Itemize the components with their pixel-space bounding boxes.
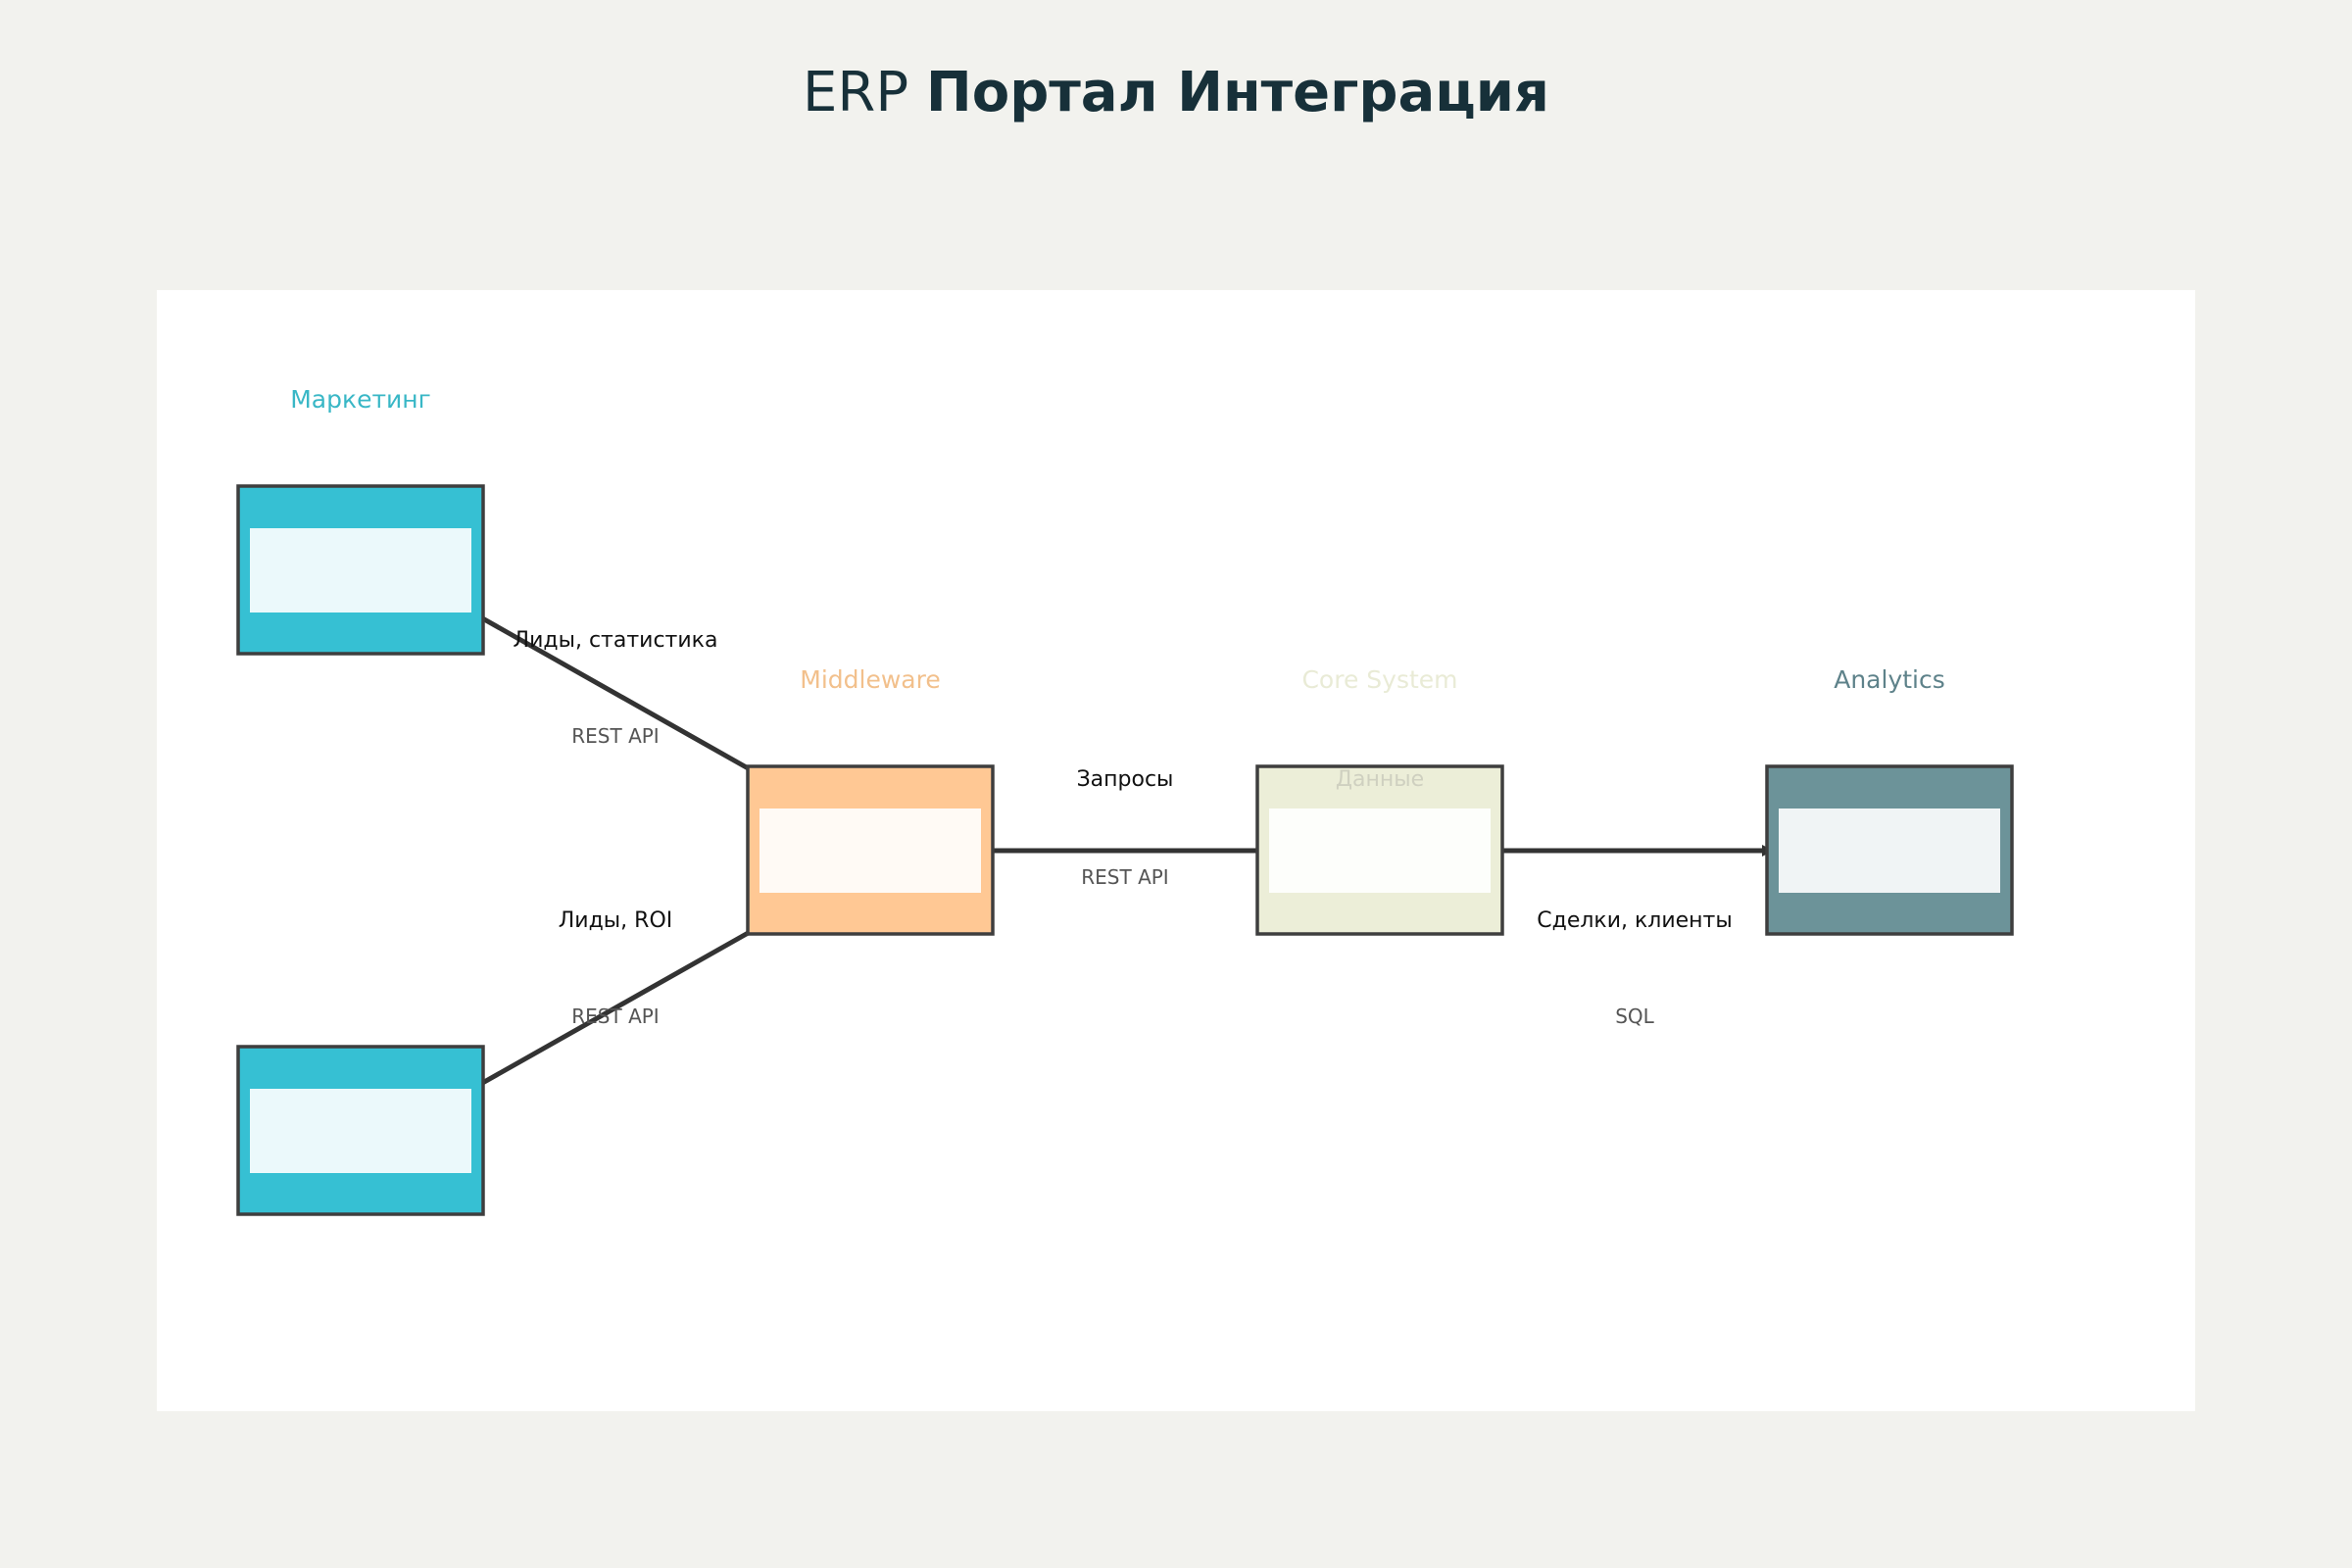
node-marketing-2-inner (250, 1089, 471, 1173)
node-analytics-inner (1779, 808, 2000, 893)
integration-diagram: Маркетинг Middleware Core System Analyti… (236, 385, 2014, 1216)
core-note-label: Данные (1336, 767, 1424, 792)
edge-label-e1: Лиды, статистика (514, 628, 718, 653)
edge-protocol-e3: REST API (1081, 865, 1168, 889)
lane-label-marketing: Маркетинг (290, 385, 431, 414)
edge-label-e4: Сделки, клиенты (1537, 908, 1733, 933)
title-main: Портал Интеграция (925, 61, 1549, 124)
edge-label-e2: Лиды, ROI (559, 908, 673, 933)
node-middleware-inner (760, 808, 981, 893)
title-prefix: ERP (803, 61, 909, 124)
edge-label-e3: Запросы (1077, 767, 1174, 792)
node-core-system[interactable] (1255, 764, 1504, 936)
edge-protocol-e4: SQL (1615, 1004, 1654, 1028)
lane-label-core-system: Core System (1301, 665, 1457, 694)
node-marketing-2[interactable] (236, 1045, 485, 1216)
node-marketing-1[interactable] (236, 484, 485, 656)
node-analytics[interactable] (1765, 764, 2014, 936)
edge-protocol-e1: REST API (571, 724, 659, 748)
diagram-canvas: Маркетинг Middleware Core System Analyti… (157, 290, 2195, 1411)
node-middleware[interactable] (746, 764, 995, 936)
lane-label-middleware: Middleware (800, 665, 940, 694)
page-title: ERP Портал Интеграция (0, 61, 2352, 124)
node-core-system-inner (1269, 808, 1491, 893)
lane-label-analytics: Analytics (1834, 665, 1945, 694)
edge-protocol-e2: REST API (571, 1004, 659, 1028)
node-marketing-1-inner (250, 528, 471, 612)
